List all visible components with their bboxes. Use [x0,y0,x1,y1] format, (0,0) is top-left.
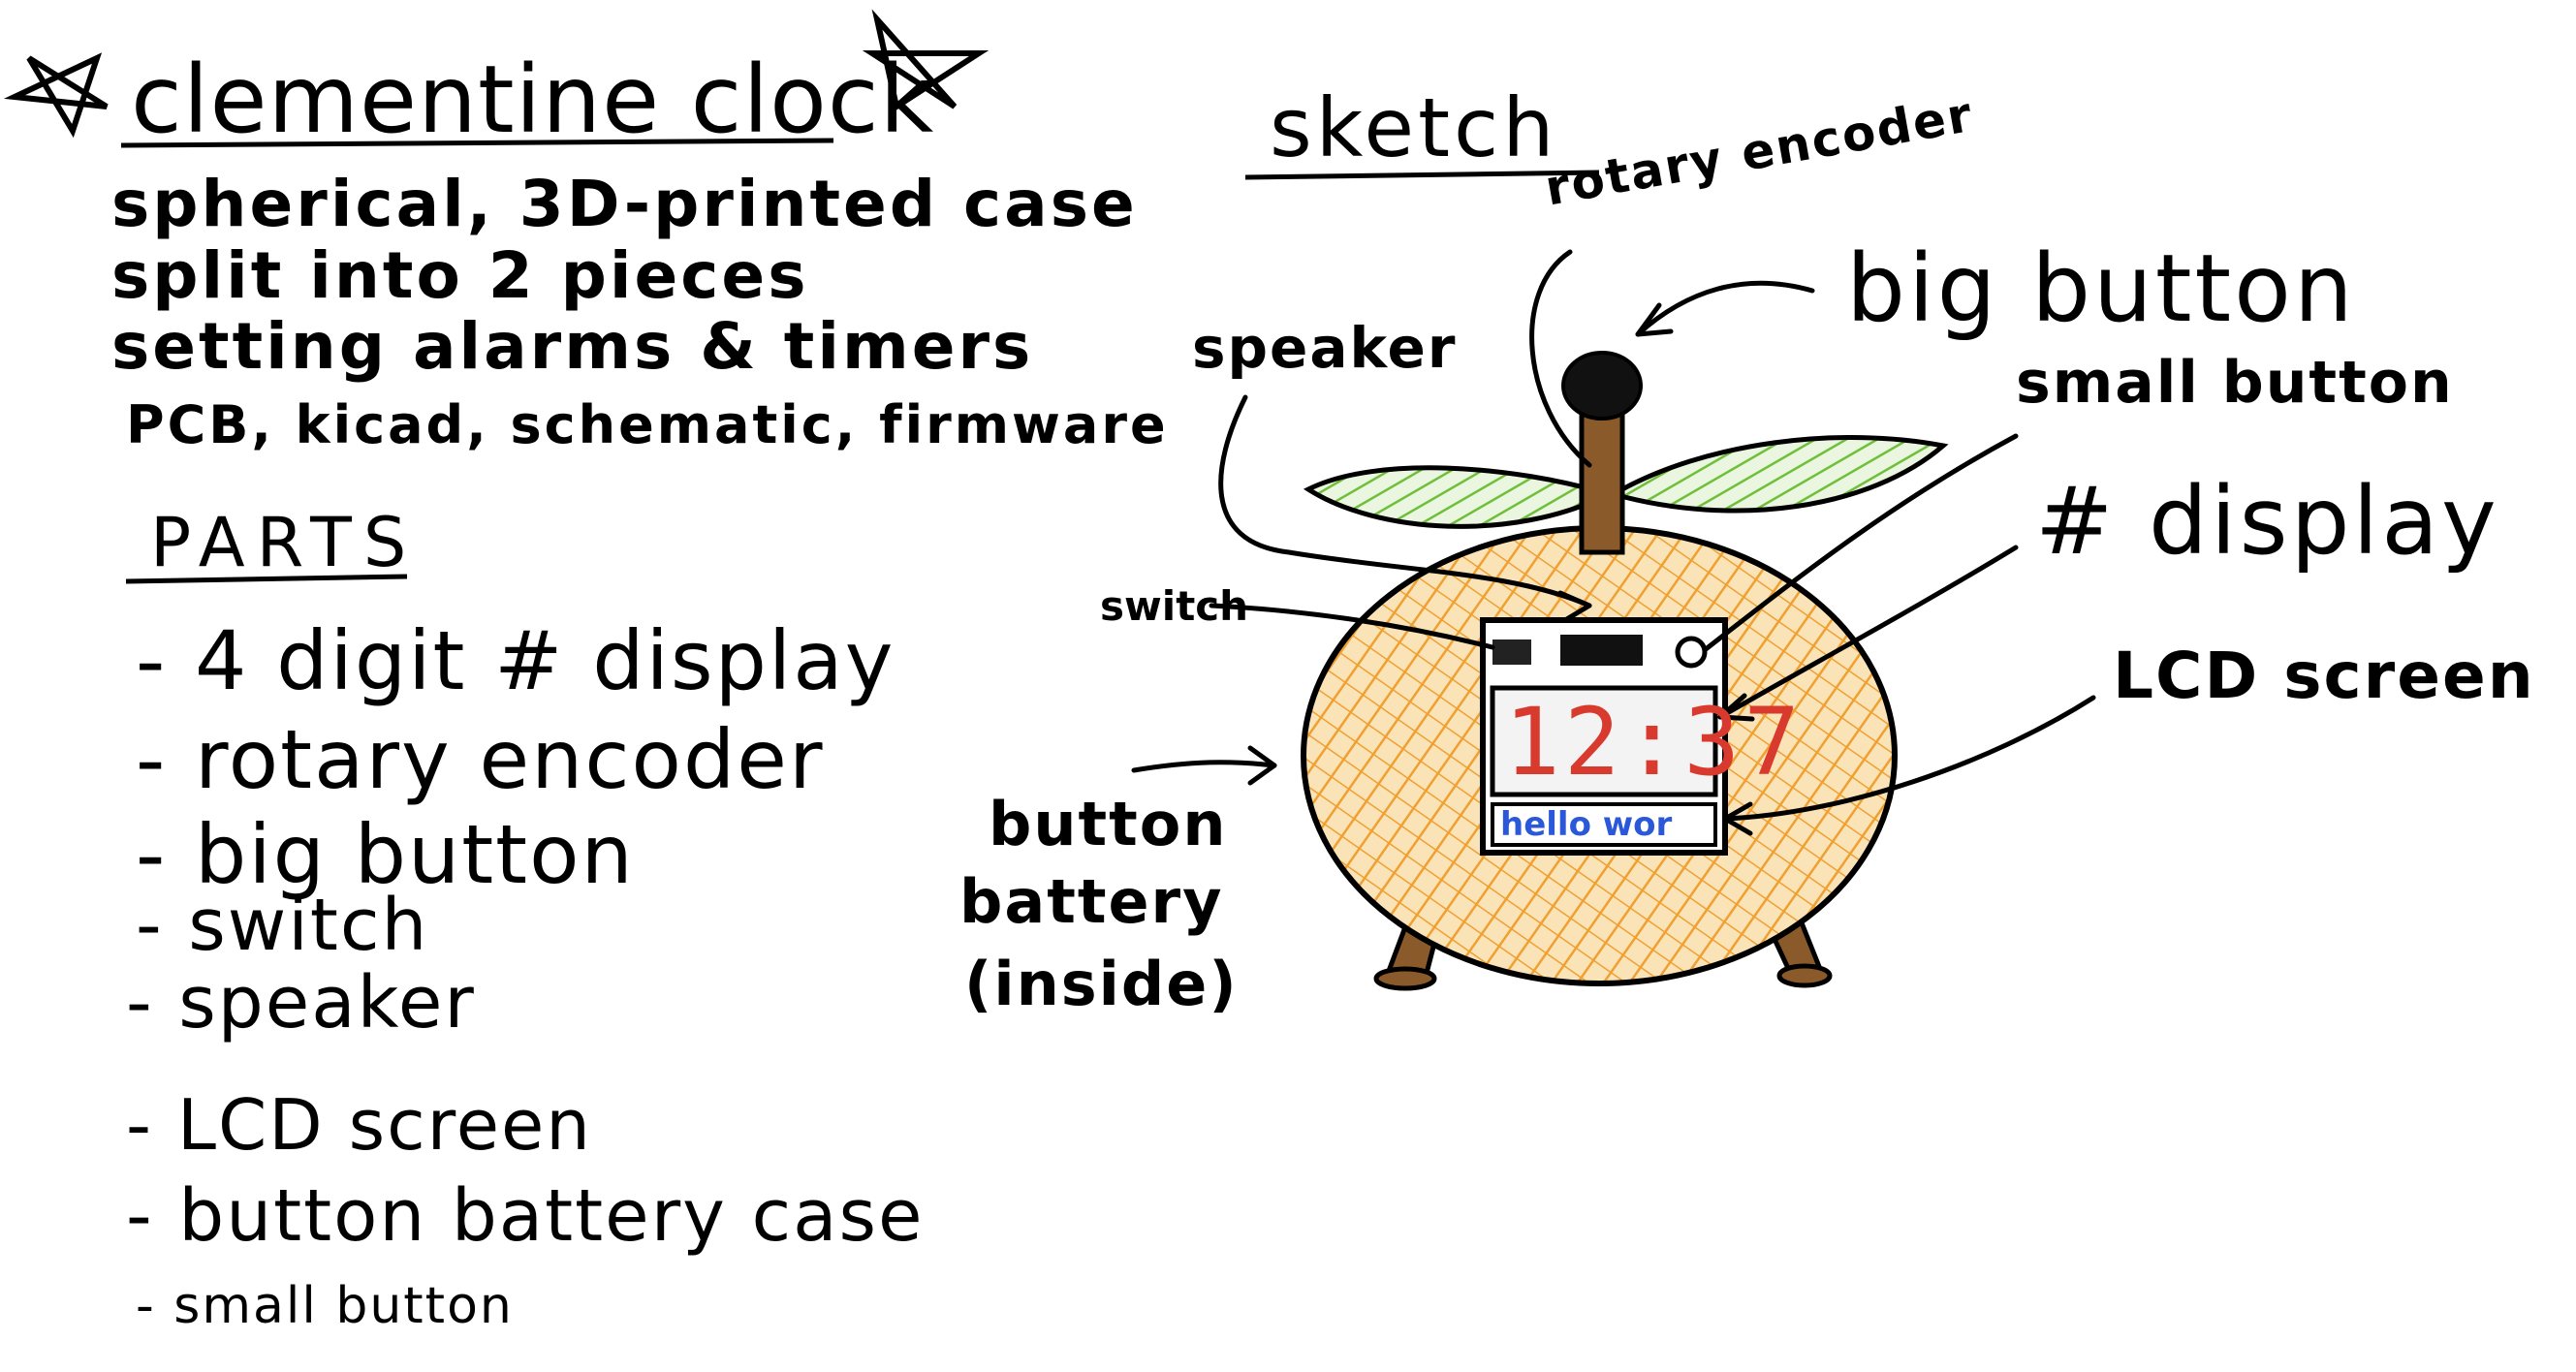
arrow-small-button [1703,433,2019,652]
title-underline [120,138,834,148]
part-item: - big button [136,807,635,902]
label-big-button: big button [1846,234,2356,343]
number-display-frame [1490,685,1718,797]
arrow-number-display [1717,545,2019,720]
note-line: setting alarms & timers [111,309,1034,384]
label-button-battery: button [989,789,1228,859]
part-item: - 4 digit # display [136,613,895,708]
part-item: - small button [136,1277,514,1335]
arrow-switch [1209,603,1495,650]
arrow-speaker [1218,394,1592,608]
star-icon [4,52,109,139]
page-title: clementine clock [131,46,935,154]
leaf-right [1607,435,1949,514]
label-lcd-screen: LCD screen [2113,639,2535,713]
note-line: split into 2 pieces [111,238,809,313]
label-switch: switch [1100,582,1249,630]
clock-digits: 12:37 [1504,688,1804,796]
parts-heading: PARTS [150,503,419,582]
label-button-battery: battery [959,866,1224,937]
arrow-big-button [1635,280,1815,337]
stem [1579,404,1625,555]
arrow-lcd-screen [1722,695,2096,822]
big-button-knob [1561,351,1643,421]
label-button-battery: (inside) [964,949,1239,1019]
leaf-left [1303,465,1616,529]
switch-part [1492,639,1531,665]
small-button-part [1675,636,1708,669]
sketch-heading: sketch [1270,80,1558,175]
part-item: - button battery case [126,1174,925,1258]
note-line: spherical, 3D-printed case [111,167,1138,241]
star-icon [862,9,990,111]
speaker-part [1560,635,1643,666]
lcd-text: hello wor [1500,805,1673,844]
sketch-underline [1244,170,1600,180]
arrow-rotary-encoder [1529,249,1592,468]
part-item: - switch [136,884,429,967]
label-small-button: small button [2016,349,2454,417]
arrow-button-battery [1131,760,1277,773]
part-item: - rotary encoder [136,712,825,807]
lcd-screen-frame [1491,802,1717,847]
part-item: - LCD screen [126,1084,592,1166]
part-item: - speaker [126,961,476,1045]
parts-underline [125,574,408,584]
label-speaker: speaker [1192,315,1458,381]
label-number-display: # display [2035,467,2499,576]
note-line: PCB, kicad, schematic, firmware [126,394,1169,455]
